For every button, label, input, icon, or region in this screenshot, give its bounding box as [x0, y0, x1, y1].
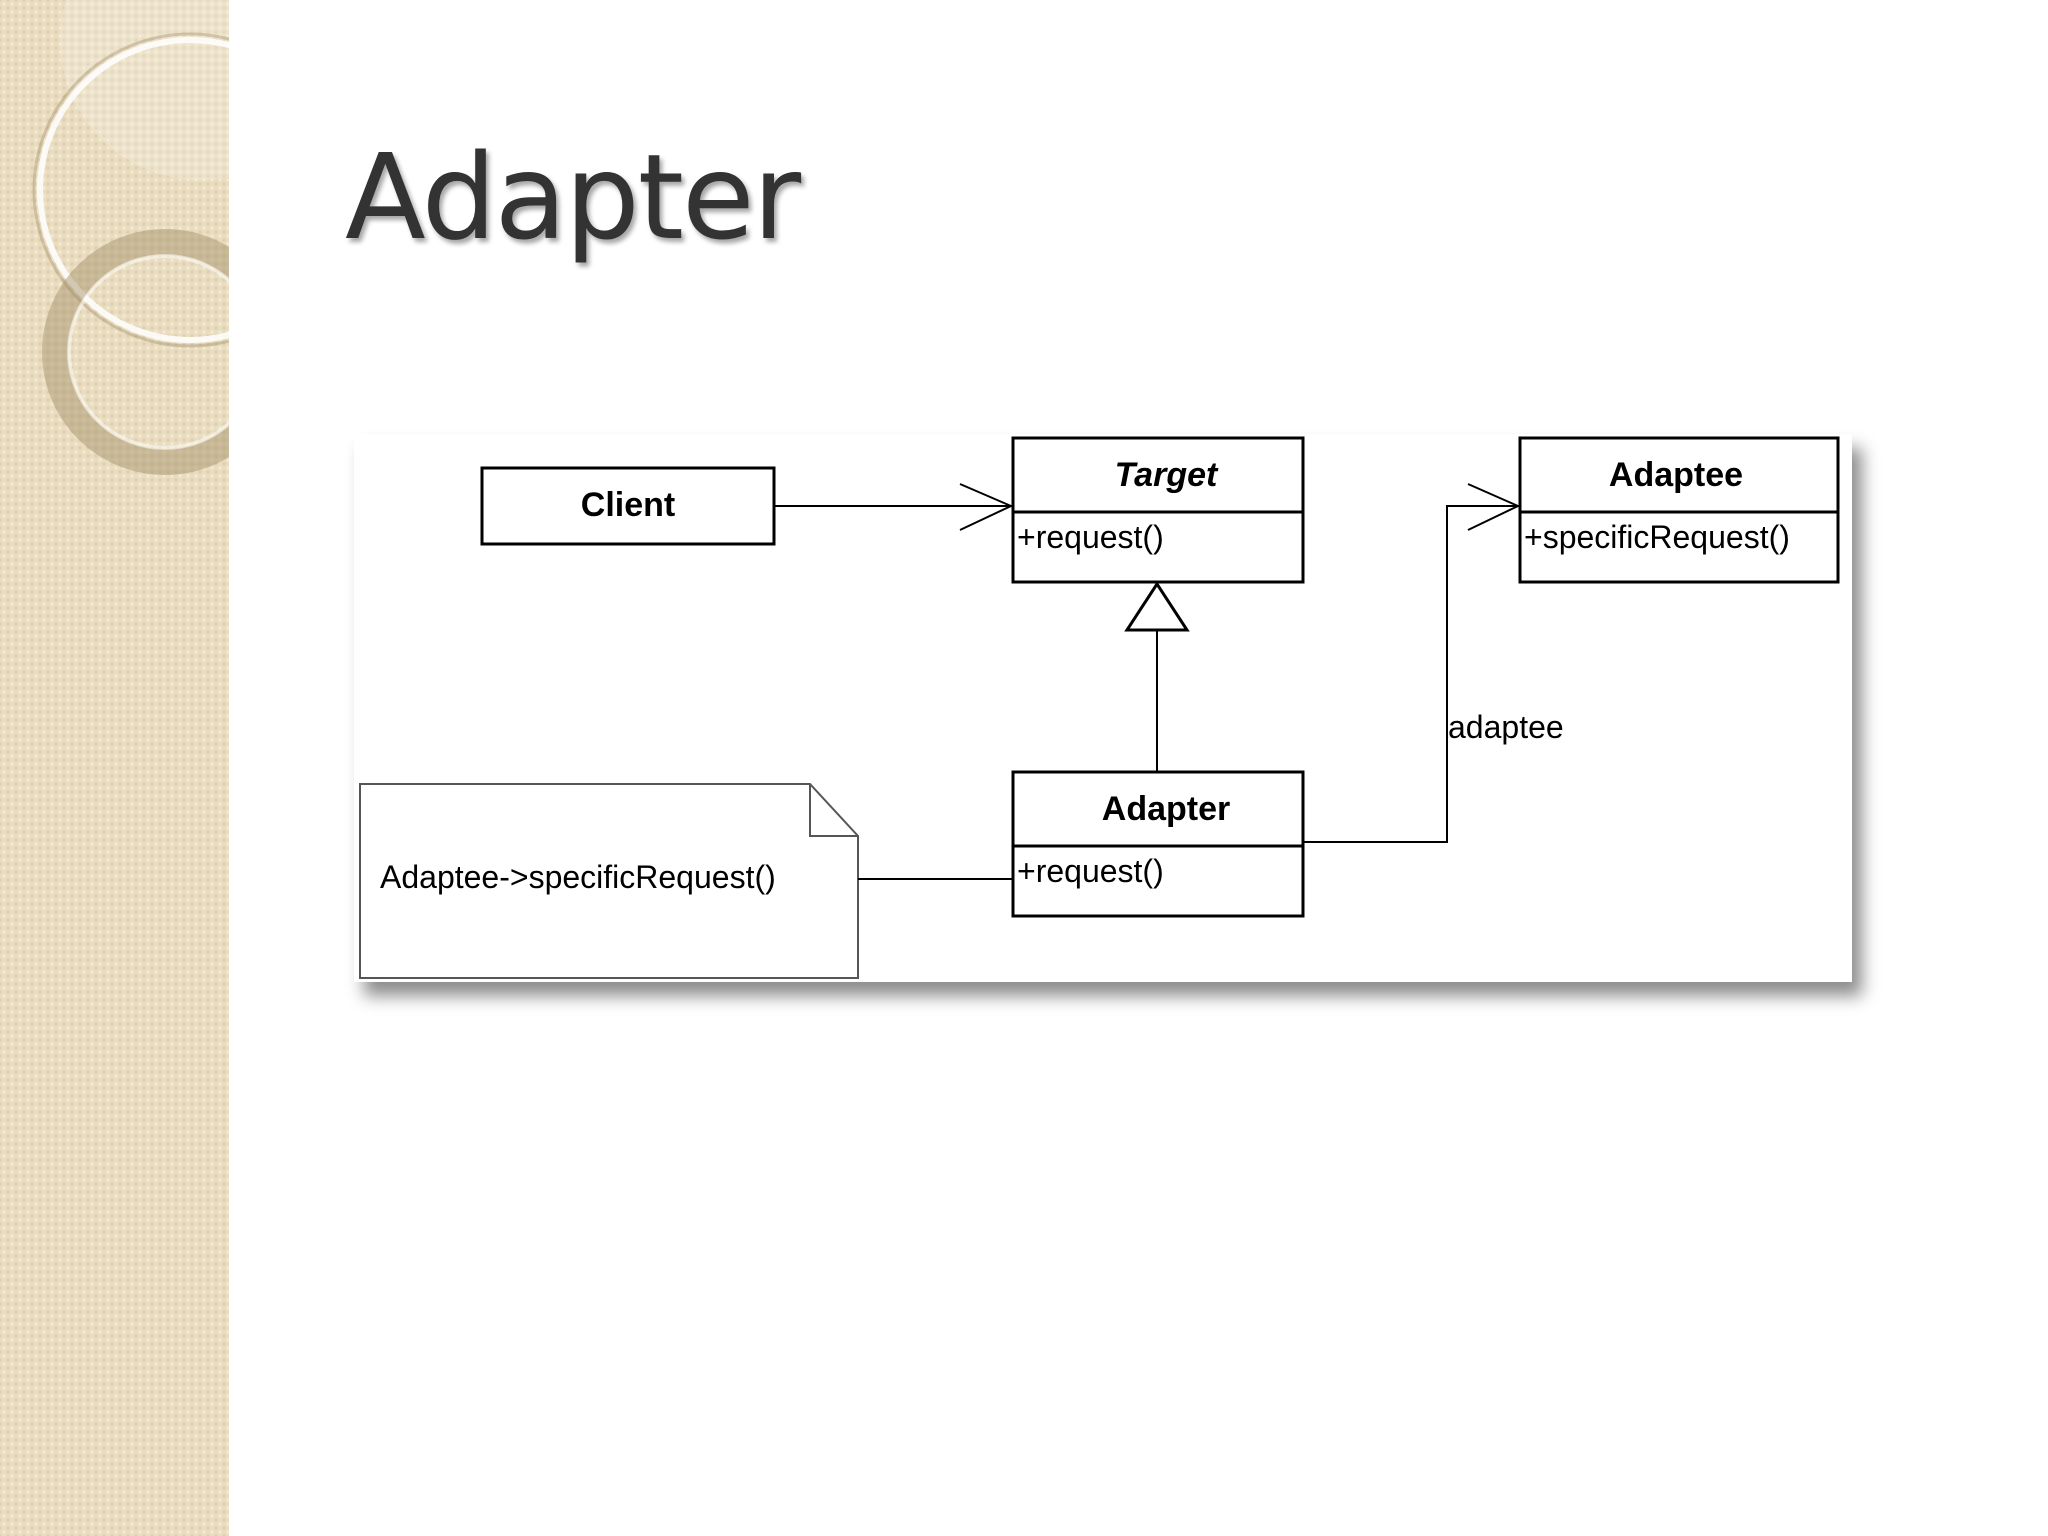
adapter-adaptee-association [1303, 483, 1521, 843]
target-operation: +request() [1017, 519, 1164, 555]
adaptee-operation: +specificRequest() [1524, 519, 1790, 555]
decorative-sidebar [0, 0, 229, 1536]
adapter-class-name: Adapter [1102, 790, 1230, 828]
adaptee-class: Adaptee +specificRequest() [1518, 436, 1840, 584]
decorative-rings [32, 0, 229, 475]
uml-class-diagram: Client Target +request() Adaptee +specif… [354, 434, 1852, 982]
implementation-note: Adaptee->specificRequest() [359, 783, 859, 979]
generalization-arrow [1124, 581, 1190, 772]
client-class: Client [480, 466, 776, 546]
adaptee-class-name: Adaptee [1609, 456, 1743, 494]
slide-title: Adapter [345, 128, 801, 266]
target-class: Target +request() [1011, 436, 1305, 584]
client-target-association [774, 483, 1014, 531]
note-text: Adaptee->specificRequest() [380, 859, 776, 895]
target-class-name: Target [1115, 456, 1219, 494]
adapter-operation: +request() [1017, 853, 1164, 889]
association-role-label: adaptee [1448, 709, 1564, 745]
adapter-class: Adapter +request() [1011, 770, 1305, 918]
client-class-name: Client [581, 486, 675, 524]
